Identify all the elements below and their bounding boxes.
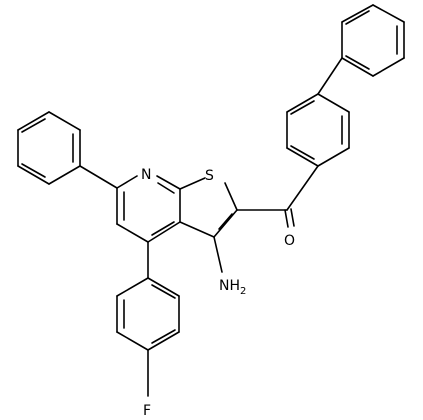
fluorophenyl-ring bbox=[116, 277, 180, 351]
amine-label: NH2 bbox=[219, 278, 246, 297]
ketone-aryl-bond bbox=[286, 165, 319, 211]
bond bbox=[147, 331, 180, 351]
aromatic-inner-bond bbox=[151, 284, 176, 299]
thiophene-ring bbox=[179, 177, 238, 238]
biaryl-bond bbox=[317, 57, 343, 95]
bond bbox=[317, 147, 350, 167]
aromatic-inner-bond bbox=[290, 145, 315, 160]
phenyl-pyridine-bond bbox=[79, 165, 118, 189]
aromatic-inner-bond bbox=[290, 100, 315, 115]
bond bbox=[17, 165, 50, 185]
bond bbox=[286, 147, 319, 167]
oxygen-atom-label: O bbox=[284, 233, 295, 249]
aromatic-inner-bond bbox=[21, 118, 46, 133]
bond bbox=[147, 277, 180, 297]
bond bbox=[341, 4, 374, 23]
bond bbox=[116, 331, 149, 351]
sulfur-atom-label: S bbox=[205, 168, 214, 184]
bond bbox=[372, 57, 405, 77]
aromatic-inner-bond bbox=[345, 10, 370, 25]
nitrogen-atom-label: N bbox=[141, 167, 151, 183]
bond bbox=[48, 165, 81, 185]
bond bbox=[116, 175, 138, 189]
bond bbox=[341, 57, 374, 77]
fluorine-atom-label: F bbox=[143, 403, 151, 419]
carbonyl-double-bond-b bbox=[290, 208, 295, 227]
aromatic-inner-bond bbox=[151, 221, 175, 236]
bond bbox=[17, 111, 50, 131]
bond bbox=[156, 175, 181, 190]
amine-label-text: NH bbox=[219, 278, 240, 294]
aromatic-inner-bond bbox=[21, 163, 46, 178]
bond bbox=[179, 221, 215, 238]
bond bbox=[116, 223, 149, 243]
bond bbox=[147, 221, 181, 243]
aromatic-inner-bond bbox=[345, 55, 370, 70]
terminal-phenyl-ring bbox=[341, 4, 405, 77]
carbonyl-double-bond-a bbox=[284, 209, 289, 228]
phenylene-ring bbox=[286, 93, 350, 167]
amine-subscript: 2 bbox=[240, 286, 246, 297]
pyridyl-phenyl-ring bbox=[17, 111, 81, 185]
bond bbox=[372, 4, 405, 23]
amine-bond bbox=[213, 236, 223, 273]
aromatic-inner-bond bbox=[218, 213, 233, 230]
bond bbox=[179, 177, 206, 190]
bond bbox=[48, 111, 81, 131]
bond bbox=[224, 182, 238, 211]
bond bbox=[317, 93, 350, 113]
bond bbox=[116, 277, 149, 297]
bond bbox=[213, 209, 238, 238]
pyridine-ring bbox=[116, 175, 181, 243]
aromatic-inner-bond bbox=[157, 182, 175, 194]
bond bbox=[286, 93, 319, 113]
aromatic-inner-bond bbox=[151, 329, 176, 344]
